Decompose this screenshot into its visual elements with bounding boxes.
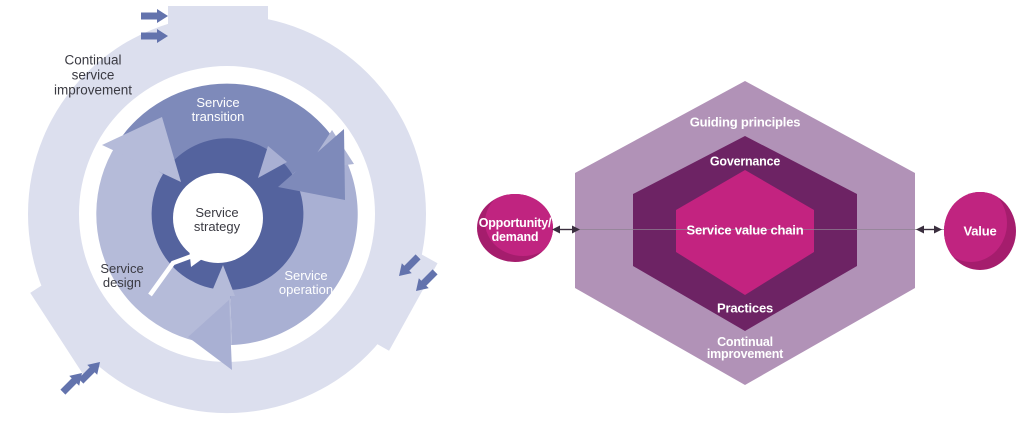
label-line: improvement: [53, 82, 133, 98]
label-line: Service: [195, 205, 239, 220]
label-line: design: [102, 275, 142, 290]
value-label: Value: [963, 223, 997, 239]
label-line: Service: [100, 261, 144, 276]
practices-label: Practices: [716, 300, 774, 316]
connector-arrows: [552, 225, 942, 234]
opportunity-demand-label: Opportunity/ demand: [479, 216, 552, 244]
service-operation-label: Service operation: [279, 269, 333, 297]
flow-arrow-icon: [141, 9, 168, 23]
core-ring-notch-bottom: [210, 265, 235, 296]
label-line: demand: [491, 230, 539, 244]
label-line: strategy: [193, 219, 241, 234]
service-value-chain-label: Service value chain: [686, 222, 804, 238]
lifecycle-diagram: [27, 6, 441, 414]
governance-label: Governance: [709, 154, 781, 169]
service-transition-label: Service transition: [192, 96, 245, 124]
design-arrowhead-icon: [102, 117, 181, 182]
inner-hexagon: [676, 170, 814, 295]
guiding-principles-label: Guiding principles: [689, 114, 801, 130]
opportunity-circle: [477, 194, 553, 262]
continual-service-improvement-label: Continual service improvement: [54, 53, 132, 98]
core-ring-notch-top: [258, 146, 287, 178]
label-line: Continual: [64, 52, 122, 68]
label-line: Continual: [717, 335, 773, 349]
double-arrow-icon: [552, 225, 580, 234]
swirl-arrow-icon: [148, 247, 209, 297]
value-circle: [944, 192, 1016, 270]
strategy-center-circle: [173, 173, 263, 263]
label-line: Service: [284, 268, 328, 283]
label-line: Opportunity/: [478, 216, 552, 230]
csi-outer-ring: [27, 6, 438, 414]
design-segment: [96, 145, 233, 346]
label-line: improvement: [706, 347, 784, 361]
label-line: Service: [196, 95, 240, 110]
label-line: operation: [278, 282, 334, 297]
label-line: service: [71, 67, 115, 83]
service-strategy-label: Service strategy: [194, 206, 240, 234]
service-design-label: Service design: [100, 262, 143, 290]
operation-arrowhead-icon: [188, 300, 232, 370]
label-line: transition: [191, 109, 245, 124]
svs-diagram: [477, 81, 1016, 385]
continual-improvement-label: Continual improvement: [706, 335, 784, 361]
double-arrow-icon: [916, 225, 942, 234]
transition-arrowhead-icon: [278, 129, 345, 200]
